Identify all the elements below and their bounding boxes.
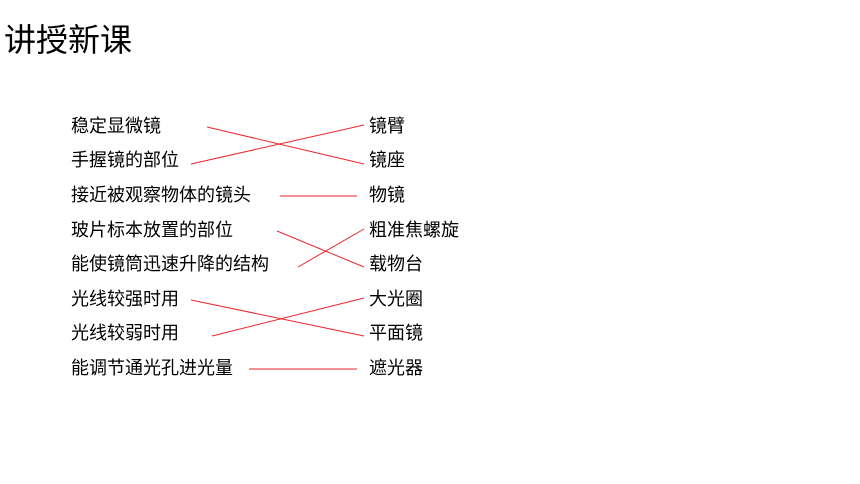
match-line-4-3 bbox=[297, 228, 365, 268]
left-item-light-adjust: 能调节通光孔进光量 bbox=[71, 358, 233, 379]
left-item-slide-place: 玻片标本放置的部位 bbox=[71, 220, 233, 241]
match-line-0-1 bbox=[206, 126, 365, 165]
match-line-3-4 bbox=[276, 230, 365, 268]
match-line-1-0 bbox=[190, 124, 365, 165]
right-item-arm: 镜臂 bbox=[369, 116, 405, 137]
left-item-weak-light: 光线较弱时用 bbox=[71, 323, 179, 344]
right-item-diaphragm: 遮光器 bbox=[369, 358, 423, 379]
right-item-large-aperture: 大光圈 bbox=[369, 289, 423, 310]
match-line-5-6 bbox=[190, 299, 365, 337]
right-item-objective: 物镜 bbox=[369, 185, 405, 206]
right-item-flat-mirror: 平面镜 bbox=[369, 323, 423, 344]
left-item-fast-focus: 能使镜筒迅速升降的结构 bbox=[71, 254, 269, 275]
page-title: 讲授新课 bbox=[4, 21, 133, 59]
right-item-stage: 载物台 bbox=[369, 254, 423, 275]
right-item-coarse-focus: 粗准焦螺旋 bbox=[369, 220, 459, 241]
left-item-hand-grip: 手握镜的部位 bbox=[71, 150, 179, 171]
left-item-stabilize: 稳定显微镜 bbox=[71, 116, 161, 137]
right-item-base: 镜座 bbox=[369, 150, 405, 171]
match-line-6-5 bbox=[211, 297, 365, 337]
left-item-strong-light: 光线较强时用 bbox=[71, 289, 179, 310]
left-item-near-lens: 接近被观察物体的镜头 bbox=[71, 185, 251, 206]
